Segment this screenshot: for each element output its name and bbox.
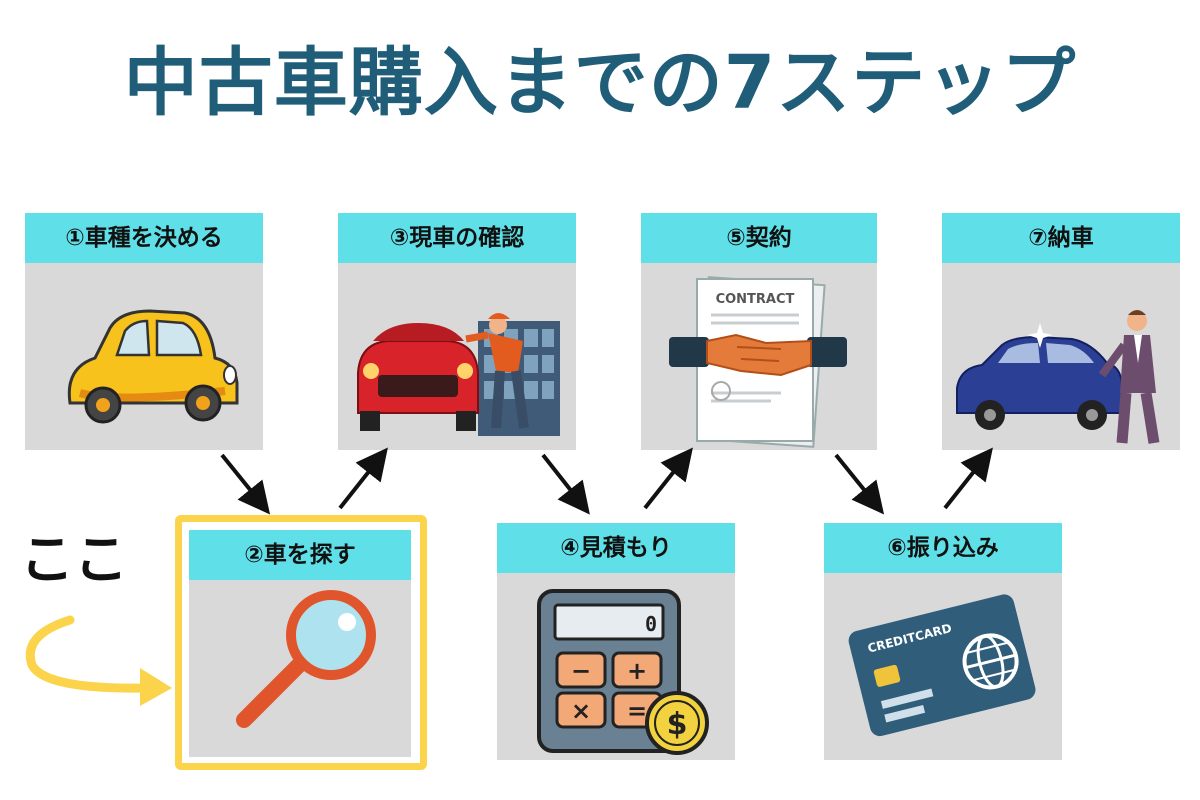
yellow-car-icon bbox=[67, 309, 239, 424]
step-card-5: ⑤契約 CONTRACT bbox=[641, 213, 877, 450]
step-card-6: ⑥振り込み CREDITCARD bbox=[824, 523, 1062, 760]
arrow-3-to-4 bbox=[541, 453, 590, 515]
svg-text:=: = bbox=[627, 697, 647, 725]
pointer-curve-arrow bbox=[25, 615, 172, 706]
arrow-5-to-6 bbox=[834, 453, 885, 515]
pointer-text: ここ bbox=[20, 528, 128, 591]
credit-card-icon: CREDITCARD bbox=[848, 594, 1036, 737]
step-label-2: ②車を探す bbox=[189, 530, 411, 580]
arrow-2-to-3 bbox=[338, 447, 388, 510]
contract-handshake-icon: CONTRACT bbox=[669, 276, 847, 448]
step-card-1: ①車種を決める bbox=[25, 213, 263, 450]
step-card-2: ②車を探す bbox=[189, 530, 411, 757]
mechanic-inspecting-car-icon bbox=[357, 313, 560, 436]
svg-text:$: $ bbox=[667, 707, 688, 742]
step-label-5: ⑤契約 bbox=[641, 213, 877, 263]
svg-text:0: 0 bbox=[645, 612, 657, 636]
car-delivery-icon bbox=[956, 310, 1160, 444]
svg-text:CONTRACT: CONTRACT bbox=[716, 292, 795, 307]
step-label-4: ④見積もり bbox=[497, 523, 735, 573]
page-title: 中古車購入までの7ステップ bbox=[123, 40, 1077, 126]
svg-text:+: + bbox=[627, 657, 647, 685]
svg-text:×: × bbox=[571, 697, 591, 725]
magnifier-icon bbox=[236, 590, 376, 728]
arrow-4-to-5 bbox=[643, 447, 693, 510]
calculator-dollar-icon: 0 − + × = $ bbox=[537, 589, 709, 755]
step-card-3: ③現車の確認 bbox=[338, 213, 576, 450]
step-card-7: ⑦納車 bbox=[942, 213, 1180, 450]
step-label-1: ①車種を決める bbox=[25, 213, 263, 263]
step-label-3: ③現車の確認 bbox=[338, 213, 576, 263]
step-label-6: ⑥振り込み bbox=[824, 523, 1062, 573]
step-label-7: ⑦納車 bbox=[942, 213, 1180, 263]
arrow-1-to-2 bbox=[220, 453, 271, 515]
step-card-4: ④見積もり 0 − + × = $ bbox=[497, 523, 735, 760]
arrow-6-to-7 bbox=[943, 447, 993, 510]
svg-text:−: − bbox=[571, 657, 591, 685]
